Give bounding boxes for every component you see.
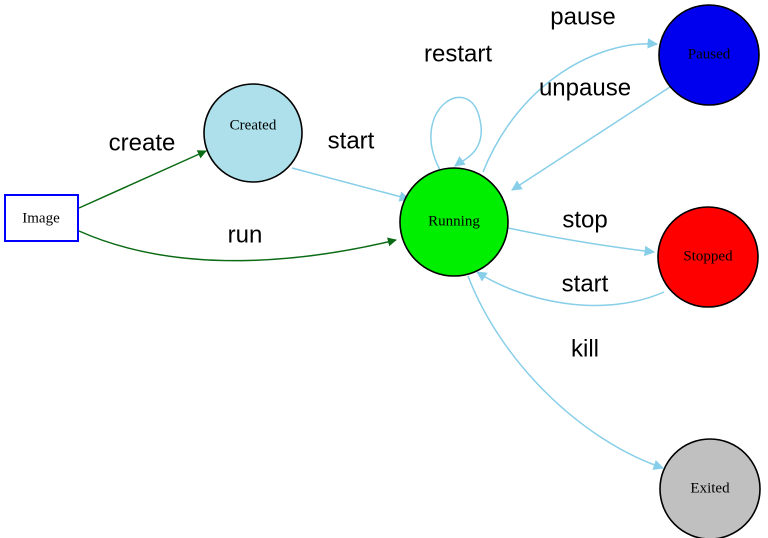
edge-start-stopped-label: start [562,270,609,297]
node-paused[interactable]: Paused [658,4,760,106]
edge-unpause: unpause [511,74,671,191]
edge-create: create [78,129,207,209]
edge-restart: restart [424,40,492,171]
nodes-layer: Image Created Running Paused Stopped [4,4,761,538]
edge-start-created-label: start [328,127,375,154]
edge-restart-label: restart [424,40,492,67]
edge-unpause-label: unpause [539,74,631,101]
edge-start-created: start [291,127,411,202]
node-image-shape[interactable] [4,194,79,242]
node-exited-shape[interactable] [659,438,761,538]
edge-stop: stop [507,206,656,257]
node-running-label: Running [428,213,480,229]
node-exited[interactable]: Exited [659,438,761,538]
node-image[interactable]: Image [4,194,79,242]
edge-stop-label: stop [562,206,607,233]
node-exited-label: Exited [690,480,730,496]
node-created-shape[interactable] [203,83,303,183]
edge-pause: pause [482,3,659,173]
edge-run: run [78,221,397,262]
node-stopped-shape[interactable] [657,206,759,308]
node-created[interactable]: Created [203,83,303,183]
edges-layer: create run start restart pause [78,3,671,470]
node-paused-shape[interactable] [658,4,760,106]
edge-kill-label: kill [571,335,599,362]
edge-restart-path [430,96,482,171]
node-running[interactable]: Running [399,167,509,277]
edge-pause-label: pause [550,3,615,30]
edge-run-label: run [228,221,263,248]
edge-unpause-path [511,86,671,191]
node-image-label: Image [22,210,60,226]
node-stopped[interactable]: Stopped [657,206,759,308]
edge-run-path [78,230,397,262]
node-created-label: Created [230,117,277,133]
edge-kill: kill [467,275,664,470]
node-paused-label: Paused [688,46,731,62]
edge-pause-path [482,38,659,173]
edge-stop-path [507,227,656,257]
edge-create-label: create [109,129,176,156]
node-stopped-label: Stopped [683,248,733,264]
edge-start-stopped-path [476,271,665,307]
node-running-shape[interactable] [399,167,509,277]
edge-start-stopped: start [476,270,665,307]
edge-create-path [78,150,207,209]
edge-start-created-path [291,167,411,202]
edge-kill-path [467,275,664,470]
